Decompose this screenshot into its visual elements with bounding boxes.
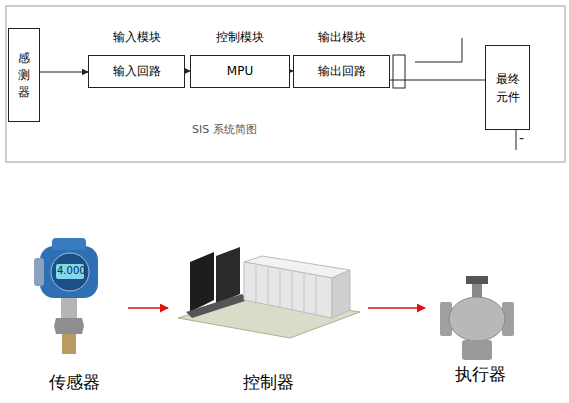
terminal-divider	[256, 266, 316, 314]
process-box: 输出模块输出回路	[293, 55, 390, 88]
node-label: 执行器	[425, 363, 535, 386]
wire	[516, 130, 517, 150]
free-label: -	[519, 130, 524, 146]
module-heading: 输入模块	[69, 29, 204, 46]
transmitter-housing	[40, 246, 98, 298]
transmitter-cap	[34, 258, 44, 286]
node-label: 传感器	[20, 371, 128, 394]
transmitter-display-ring	[51, 253, 89, 291]
terminal-block	[244, 262, 332, 318]
node-label: 最终元件	[495, 70, 521, 106]
transmitter-top	[52, 238, 86, 250]
node-label: 输入回路	[113, 64, 161, 79]
valve-actuator	[466, 276, 488, 284]
connector-arrow	[390, 80, 485, 81]
device-node: 传感器	[20, 232, 128, 394]
transmitter-neck	[61, 298, 77, 318]
device-node: 控制器	[168, 236, 368, 394]
process-box: 控制模块MPU	[190, 55, 290, 88]
module-heading: 输出模块	[274, 29, 409, 46]
free-label: SIS 系统简图	[192, 122, 257, 137]
node-label: 感测器	[17, 50, 31, 101]
process-box: 最终元件	[485, 45, 530, 130]
valve-body	[449, 297, 505, 341]
outer-frame	[6, 6, 565, 162]
wire	[415, 38, 462, 62]
connector-arrow	[368, 307, 425, 309]
valve-illustration	[440, 276, 514, 360]
terminal-box	[393, 55, 405, 88]
transmitter-thread	[62, 334, 76, 354]
node-label: MPU	[227, 64, 253, 79]
device-node: 执行器	[425, 268, 535, 386]
valve-stem	[472, 284, 482, 298]
connector-arrow	[128, 307, 168, 309]
controller-base	[186, 294, 248, 318]
process-box: 输入模块输入回路	[88, 55, 185, 88]
transmitter-illustration	[34, 238, 98, 354]
module-heading: 控制模块	[171, 29, 309, 46]
free-label: 4.000	[57, 265, 86, 276]
process-box: 感测器	[8, 28, 40, 122]
terminal-side	[332, 270, 350, 318]
node-label: 控制器	[168, 371, 368, 394]
controller-illustration	[178, 247, 360, 338]
controller-module	[216, 247, 240, 304]
node-label: 输出回路	[318, 64, 366, 79]
connector-arrow	[40, 72, 88, 73]
valve-base	[462, 340, 492, 360]
transmitter-nut	[54, 318, 84, 334]
controller-module	[190, 252, 214, 312]
